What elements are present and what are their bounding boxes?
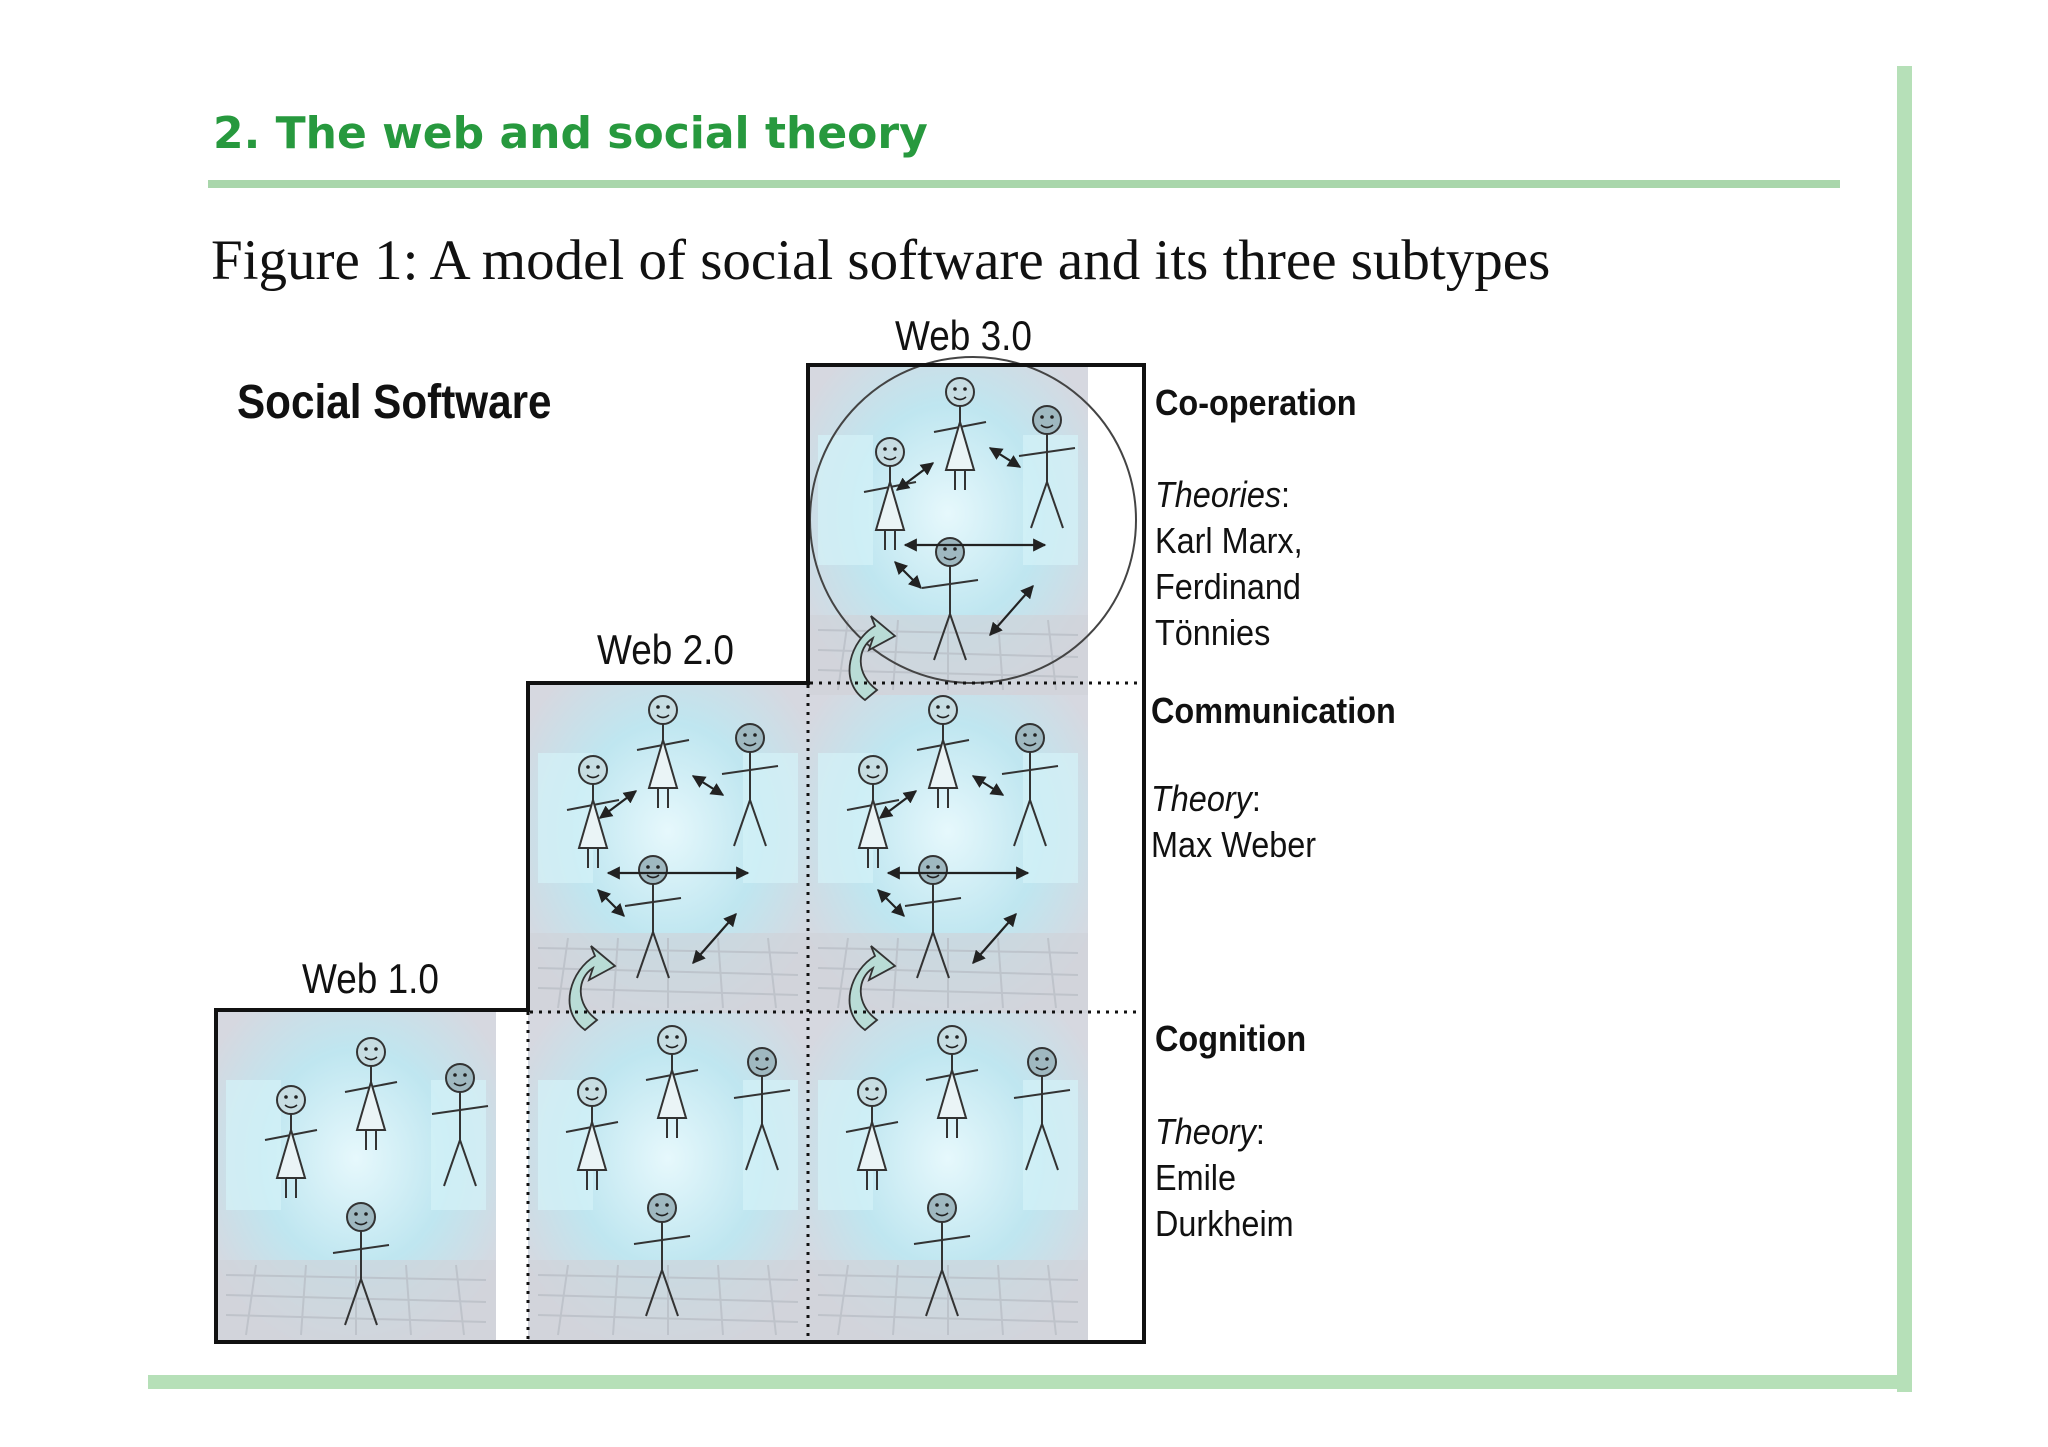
web2-cognition-cell [527, 1009, 809, 1341]
cooperation-theorist: Karl Marx, [1155, 520, 1303, 561]
web3-label: Web 3.0 [895, 312, 1032, 359]
diagram-frame [214, 363, 1146, 1344]
bottom-border [148, 1375, 1912, 1389]
cognition-title: Cognition [1155, 1018, 1307, 1059]
cognition-theorist: Emile [1155, 1157, 1237, 1198]
web2-label: Web 2.0 [597, 626, 734, 673]
web3-communication-cell [807, 682, 1089, 1014]
web1-cognition-cell [215, 1009, 497, 1341]
cooperation-theories: Theories: Karl Marx, Ferdinand Tönnies [1155, 472, 1303, 656]
communication-theorist: Max Weber [1151, 824, 1317, 865]
title-divider [208, 180, 1840, 188]
cooperation-title: Co-operation [1155, 382, 1357, 423]
web3-cognition-cell [807, 1009, 1089, 1341]
communication-title: Communication [1151, 690, 1396, 731]
figure-caption: Figure 1: A model of social software and… [211, 229, 1551, 292]
cognition-theorist: Durkheim [1155, 1203, 1294, 1244]
diagram-title: Social Software [237, 376, 552, 429]
cooperation-theorist: Ferdinand [1155, 566, 1301, 607]
cognition-theory-label: Theory [1155, 1111, 1256, 1152]
cognition-theories: Theory: Emile Durkheim [1155, 1109, 1294, 1247]
cooperation-theory-label: Theories [1155, 474, 1282, 515]
slide-title: 2. The web and social theory [213, 108, 928, 159]
web1-label: Web 1.0 [302, 955, 439, 1002]
right-border [1897, 66, 1912, 1392]
communication-theory-label: Theory [1151, 778, 1252, 819]
communication-theories: Theory: Max Weber [1151, 776, 1316, 868]
web2-communication-cell [527, 682, 809, 1014]
cooperation-theorist: Tönnies [1155, 612, 1271, 653]
